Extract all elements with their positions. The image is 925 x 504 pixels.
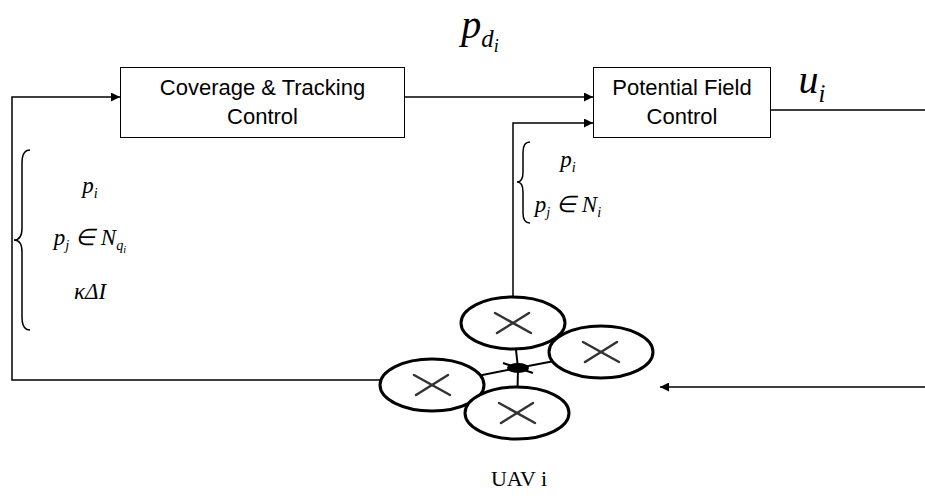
feedback-signal: pi xyxy=(82,172,97,200)
math-part: p xyxy=(82,173,94,198)
signal-label: ui xyxy=(799,56,826,104)
math-part: j xyxy=(65,237,69,253)
math-part: p xyxy=(461,2,481,47)
feedback-signal: pj ∈ Nqi xyxy=(54,224,126,252)
signal-arrow xyxy=(405,96,593,98)
feedback-signal: κΔI xyxy=(74,278,106,306)
feedback-signal: pj ∈ Ni xyxy=(535,191,601,219)
signal-label: pdi xyxy=(461,1,498,49)
math-part: p xyxy=(560,147,572,172)
math-part: ∈ N xyxy=(550,192,597,217)
signal-arrow xyxy=(660,110,925,387)
brace xyxy=(14,150,30,330)
brace xyxy=(517,142,530,223)
math-part: ∈ N xyxy=(69,225,116,250)
box-label: Potential Field Control xyxy=(602,74,762,131)
math-part: i xyxy=(572,159,576,175)
quadrotor-illustration xyxy=(380,297,653,439)
math-part: i xyxy=(597,204,601,220)
math-part: u xyxy=(799,57,819,102)
box-label: Coverage & Tracking Control xyxy=(150,74,375,131)
math-part: p xyxy=(535,192,547,217)
uav-label: UAV i xyxy=(491,465,547,494)
math-part: q xyxy=(116,237,123,253)
math-part: i xyxy=(494,36,499,56)
math-part: i xyxy=(123,244,126,255)
feedback-signal: pi xyxy=(560,146,575,174)
signal-arrow xyxy=(12,97,382,380)
math-part: i xyxy=(819,80,826,107)
process-box: Coverage & Tracking Control xyxy=(120,67,405,138)
process-box: Potential Field Control xyxy=(593,67,771,138)
uav-node: UAV i xyxy=(378,290,660,500)
math-part: d xyxy=(481,25,493,52)
math-part: p xyxy=(54,225,66,250)
math-part: i xyxy=(94,185,98,201)
math-part: j xyxy=(546,204,550,220)
